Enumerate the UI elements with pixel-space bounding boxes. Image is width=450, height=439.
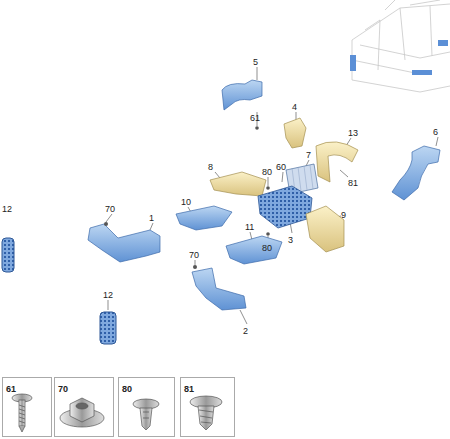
callout-number: 61 [250, 113, 260, 123]
part-number: 80 [119, 382, 135, 396]
fastener-box: 80 [118, 377, 175, 437]
callout-number: 2 [243, 326, 248, 336]
vent-grille [100, 312, 116, 344]
callout-number: 70 [189, 250, 199, 260]
blower-unit [258, 186, 312, 228]
floor-duct [192, 268, 246, 310]
fastener-box: 61 [2, 377, 52, 437]
vent-grille [2, 238, 14, 272]
leader-lines [106, 67, 438, 324]
duct-cover [210, 172, 266, 196]
callout-number: 9 [341, 210, 346, 220]
callout-number: 4 [292, 102, 297, 112]
fastener-box: 81 [180, 377, 235, 437]
callout-number: 13 [348, 128, 358, 138]
callout-number: 12 [103, 290, 113, 300]
callout-number: 80 [262, 243, 272, 253]
air-duct [222, 80, 262, 110]
callout-number: 60 [276, 162, 286, 172]
floor-duct [88, 224, 160, 262]
callout-number: 3 [288, 235, 293, 245]
duct-cover [316, 142, 358, 182]
callout-number: 6 [433, 127, 438, 137]
callout-number: 10 [181, 197, 191, 207]
part-number: 61 [3, 382, 19, 396]
callout-number: 8 [208, 162, 213, 172]
vehicle-body [352, 0, 450, 92]
callout-number: 70 [105, 204, 115, 214]
callout-number: 1 [149, 213, 154, 223]
fastener-icons [12, 394, 222, 432]
air-duct [392, 146, 440, 200]
callout-number: 5 [253, 57, 258, 67]
vehicle-highlight [350, 40, 448, 75]
part-number: 81 [181, 382, 197, 396]
callout-number: 80 [262, 167, 272, 177]
air-duct [176, 206, 232, 230]
air-duct [226, 236, 282, 264]
fastener-box: 70 [54, 377, 114, 437]
duct-cover [306, 206, 344, 252]
callout-number: 7 [306, 150, 311, 160]
bracket [284, 118, 306, 148]
callout-number: 81 [348, 178, 358, 188]
callout-number: 11 [245, 222, 254, 232]
part-number: 70 [55, 382, 71, 396]
callout-number: 12 [2, 204, 12, 214]
